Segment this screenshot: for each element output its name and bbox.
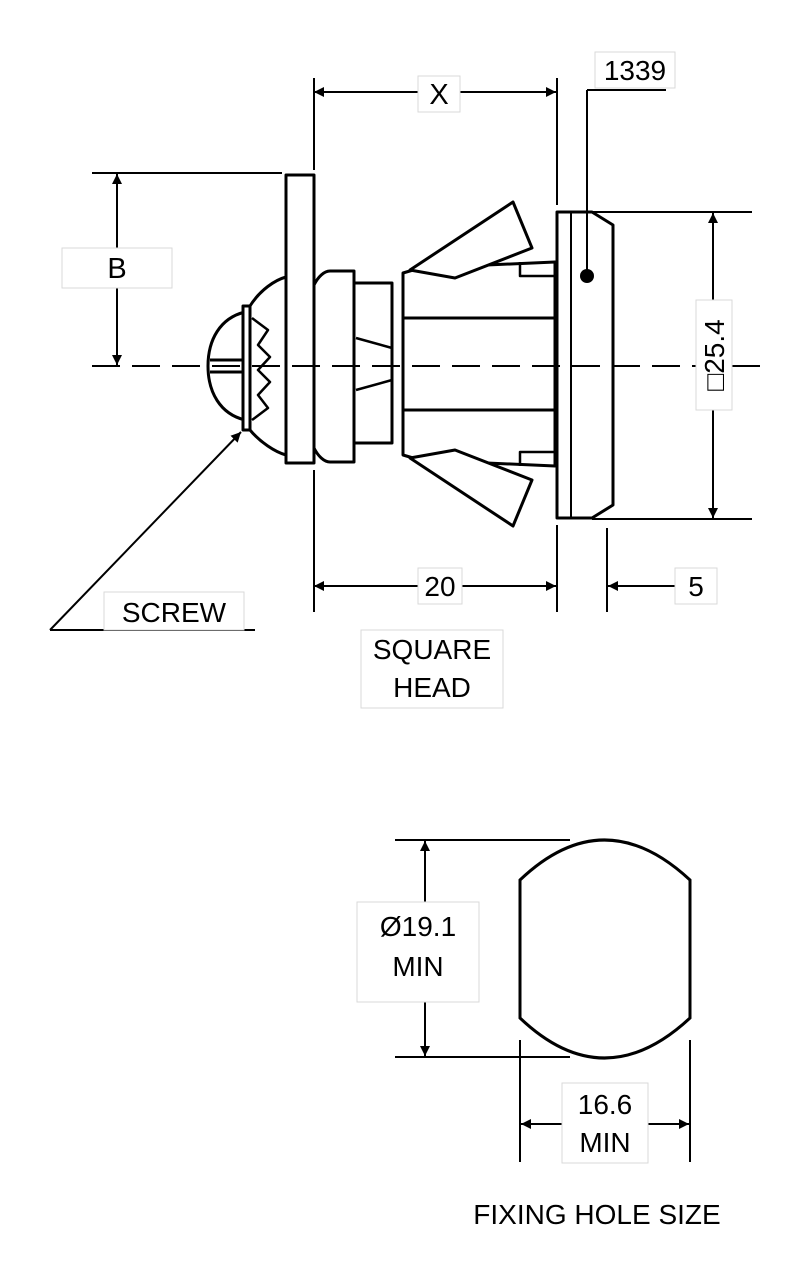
retaining-wing-lower [408, 448, 534, 528]
hole-diameter-line2: MIN [392, 951, 443, 982]
nut-chamfer [355, 336, 393, 392]
hole-width-line1: 16.6 [578, 1089, 633, 1120]
dim-b-label: B [107, 253, 126, 285]
hole-width-line2: MIN [579, 1127, 630, 1158]
square-head-label-line2: HEAD [393, 672, 471, 703]
screw-slot [210, 358, 245, 374]
body-center [401, 316, 557, 412]
dim-length-label: 20 [424, 571, 455, 602]
hex-nut [352, 281, 394, 445]
cam-lock-side-view [206, 173, 615, 528]
dimension-lines [49, 78, 752, 631]
retaining-wing-upper [408, 200, 534, 280]
body-step [518, 262, 555, 466]
fixing-hole-caption: FIXING HOLE SIZE [473, 1199, 720, 1230]
serration-lines [251, 317, 272, 421]
screw-label: SCREW [122, 597, 227, 628]
part-number: 1339 [604, 55, 666, 86]
fixing-hole-outline [518, 838, 692, 1060]
fixing-hole-dimensions [395, 839, 691, 1162]
hole-diameter-line1: Ø19.1 [380, 911, 456, 942]
front-flange [284, 173, 316, 465]
dim-offset-label: 5 [688, 571, 704, 602]
dim-x-label: X [429, 79, 448, 111]
dim-square-size: □25.4 [699, 319, 730, 390]
square-head-label-line1: SQUARE [373, 634, 491, 665]
